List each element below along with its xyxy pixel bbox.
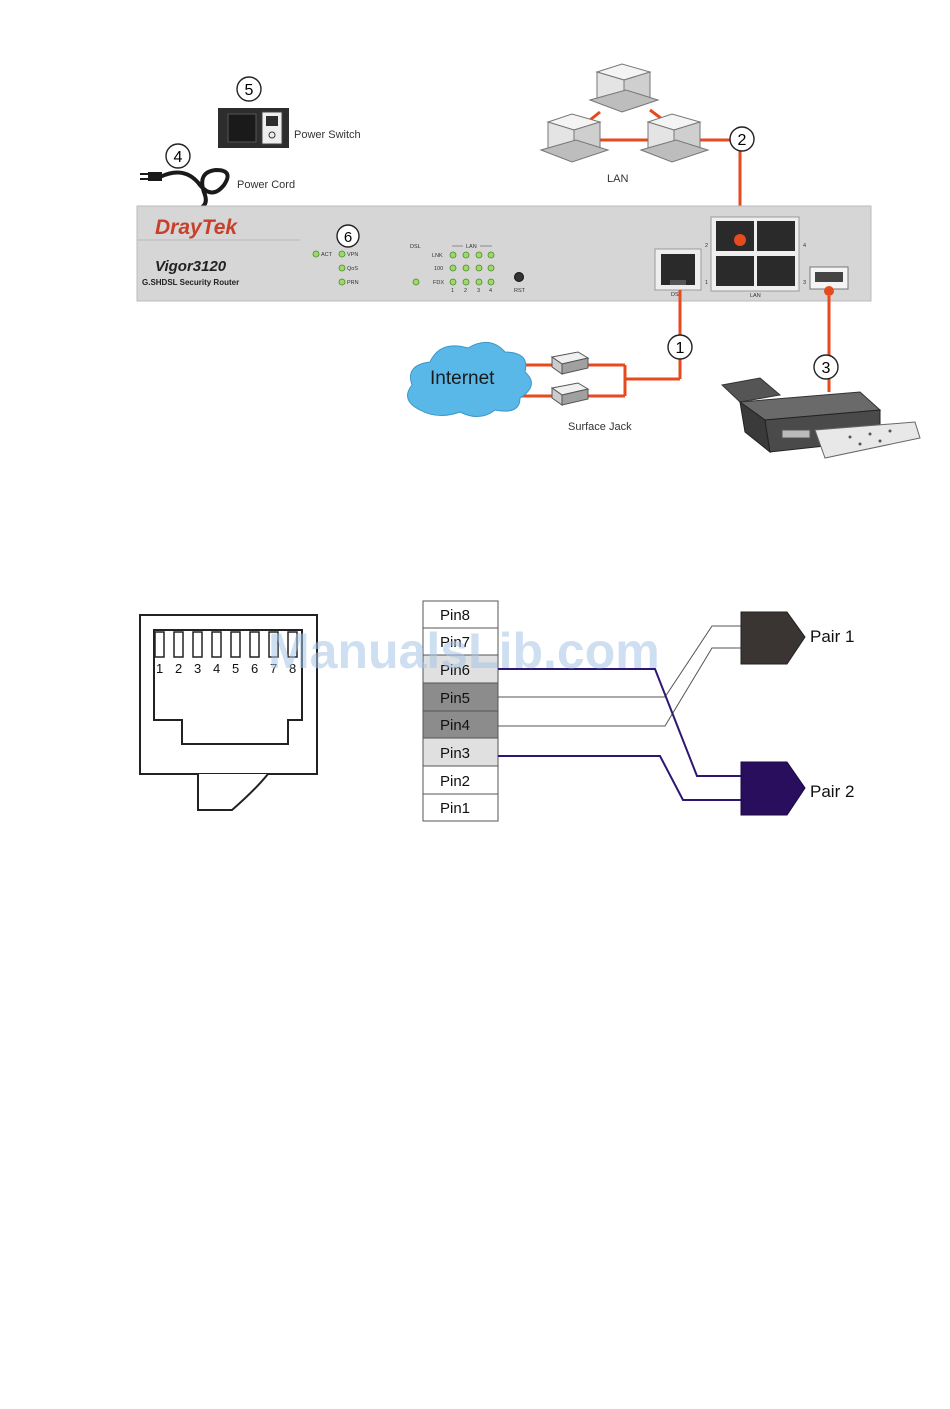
usb-printer-icon xyxy=(722,378,920,458)
surface-jack-label: Surface Jack xyxy=(568,421,632,433)
surface-jack-icon xyxy=(552,383,588,405)
svg-text:100: 100 xyxy=(434,266,443,272)
svg-text:4: 4 xyxy=(174,149,183,166)
svg-text:1: 1 xyxy=(705,280,708,286)
svg-text:Pin1: Pin1 xyxy=(440,800,470,817)
svg-text:LNK: LNK xyxy=(432,253,443,259)
svg-text:3: 3 xyxy=(822,360,831,377)
surface-jack-icon xyxy=(552,352,588,374)
svg-text:4: 4 xyxy=(803,243,806,249)
pair2-wires xyxy=(498,669,742,800)
svg-text:2: 2 xyxy=(464,288,467,294)
svg-text:VPN: VPN xyxy=(347,252,358,258)
internet-label: Internet xyxy=(430,368,495,389)
svg-text:DSL: DSL xyxy=(410,244,421,250)
svg-text:Pin5: Pin5 xyxy=(440,690,470,707)
callout-4: 4 xyxy=(166,144,190,168)
svg-text:Pin8: Pin8 xyxy=(440,607,470,624)
pair2-label: Pair 2 xyxy=(810,782,854,801)
svg-text:1: 1 xyxy=(156,661,163,676)
callout-6: 6 xyxy=(337,225,359,247)
pair1-connector xyxy=(741,612,805,664)
svg-text:FDX: FDX xyxy=(433,280,444,286)
svg-text:6: 6 xyxy=(251,661,258,676)
svg-text:3: 3 xyxy=(477,288,480,294)
svg-text:3: 3 xyxy=(194,661,201,676)
pair2-connector xyxy=(741,762,805,815)
svg-text:5: 5 xyxy=(232,661,239,676)
callout-5: 5 xyxy=(237,77,261,101)
svg-text:PRN: PRN xyxy=(347,280,359,286)
svg-text:Pin3: Pin3 xyxy=(440,745,470,762)
computer-icon xyxy=(641,114,708,162)
svg-text:1: 1 xyxy=(676,340,685,357)
svg-text:2: 2 xyxy=(175,661,182,676)
svg-text:2: 2 xyxy=(738,132,747,149)
svg-text:Pin2: Pin2 xyxy=(440,773,470,790)
svg-text:QoS: QoS xyxy=(347,266,358,272)
dsl-cable xyxy=(520,290,680,396)
power-switch-icon xyxy=(218,108,289,148)
router-description: G.SHDSL Security Router xyxy=(142,278,239,287)
power-cord-label: Power Cord xyxy=(237,179,295,191)
svg-text:4: 4 xyxy=(489,288,492,294)
svg-text:LAN: LAN xyxy=(750,293,761,299)
svg-text:1: 1 xyxy=(451,288,454,294)
power-cord-icon xyxy=(140,170,228,208)
svg-text:6: 6 xyxy=(344,229,352,246)
callout-3: 3 xyxy=(814,355,838,379)
svg-text:RST: RST xyxy=(514,288,526,294)
router-model: Vigor3120 xyxy=(155,258,227,275)
brand-logo: DrayTek xyxy=(155,216,238,239)
svg-text:LAN: LAN xyxy=(466,244,477,250)
svg-text:5: 5 xyxy=(245,82,254,99)
svg-text:3: 3 xyxy=(803,280,806,286)
computer-icon xyxy=(541,114,608,162)
computer-icon xyxy=(590,64,658,112)
svg-text:ACT: ACT xyxy=(321,252,333,258)
watermark: ManualsLib.com xyxy=(268,623,660,679)
svg-text:Pin4: Pin4 xyxy=(440,717,470,734)
svg-text:2: 2 xyxy=(705,243,708,249)
pair1-label: Pair 1 xyxy=(810,627,854,646)
svg-text:4: 4 xyxy=(213,661,220,676)
callout-1: 1 xyxy=(668,335,692,359)
lan-label: LAN xyxy=(607,173,628,185)
power-switch-label: Power Switch xyxy=(294,129,361,141)
lan-ports: 2 4 1 3 LAN xyxy=(705,217,806,299)
callout-2: 2 xyxy=(730,127,754,151)
